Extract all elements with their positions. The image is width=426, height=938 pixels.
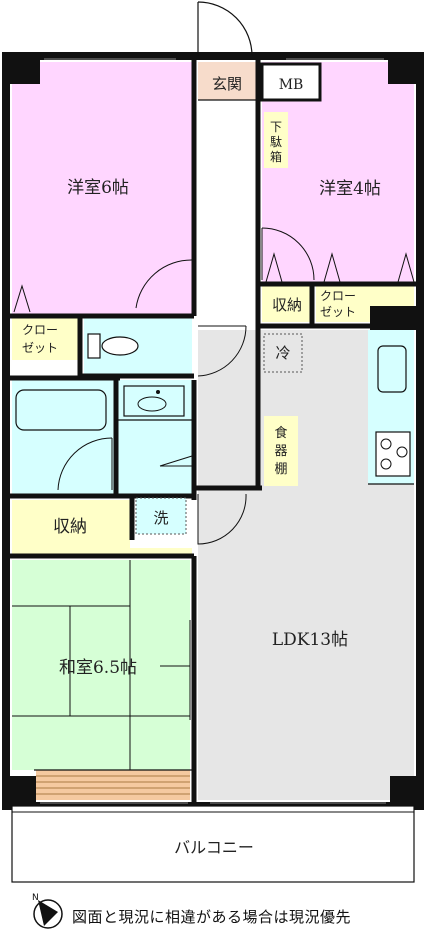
storage-strip-fill (12, 548, 192, 556)
western-room-6-label: 洋室6帖 (67, 178, 129, 198)
closet-top-label-2: ゼット (320, 305, 356, 319)
western-room-6-fill (12, 62, 192, 314)
tatami-fill (12, 560, 190, 770)
tatami-lines (12, 560, 196, 770)
balcony-label: バルコニー (174, 838, 254, 857)
kitchen (375, 345, 411, 477)
shoe-box-fill (264, 112, 288, 168)
mb-box (260, 62, 322, 102)
bathtub (15, 389, 107, 431)
western-room-4-label: 洋室4帖 (319, 179, 381, 199)
closet-marks (13, 252, 415, 313)
toilet (87, 333, 139, 359)
shoe-box-label-2: 駄 (270, 134, 282, 149)
shoe-box-label-3: 箱 (270, 149, 282, 164)
thin-walls (34, 99, 414, 771)
storage-4-label: 収納 (272, 296, 302, 314)
entrance-label: 玄関 (212, 75, 242, 93)
storage-japanese-fill (12, 500, 130, 548)
entrance-fill (198, 62, 256, 100)
cupboard-fill (264, 416, 298, 486)
entrance-door (197, 1, 253, 57)
storage-4-fill (262, 282, 312, 322)
tokonoma-fill (36, 770, 190, 800)
compass-north-icon: N (32, 893, 63, 929)
shoe-box-label-1: 下 (270, 120, 282, 134)
closet-left-label-1: クロー (22, 323, 58, 337)
interior-walls (10, 58, 418, 804)
storage-japanese-label: 収納 (53, 517, 87, 537)
wash-basin (123, 385, 185, 417)
washer (135, 497, 187, 535)
closet-left-fill (12, 316, 78, 360)
windows (40, 58, 386, 804)
ldk-label: LDK13帖 (272, 630, 348, 650)
fridge (263, 333, 303, 373)
doors (57, 227, 315, 545)
japanese-room-label: 和室6.5帖 (59, 658, 137, 678)
cupboard-label-2: 器 (274, 444, 287, 459)
balcony-outline (11, 805, 415, 883)
mb-label: MB (279, 77, 304, 93)
cupboard-label-1: 食 (274, 425, 287, 441)
closet-top-label-1: クロー (320, 289, 356, 303)
disclaimer-note: 図面と現況に相違がある場合は現況優先 (72, 908, 352, 926)
fridge-label: 冷 (275, 344, 290, 362)
tokonoma-slats (36, 775, 190, 795)
closet-left-label-2: ゼット (22, 341, 58, 355)
washer-label: 洗 (153, 509, 168, 527)
compass-label: N (32, 893, 39, 903)
cupboard-label-3: 棚 (274, 462, 287, 477)
